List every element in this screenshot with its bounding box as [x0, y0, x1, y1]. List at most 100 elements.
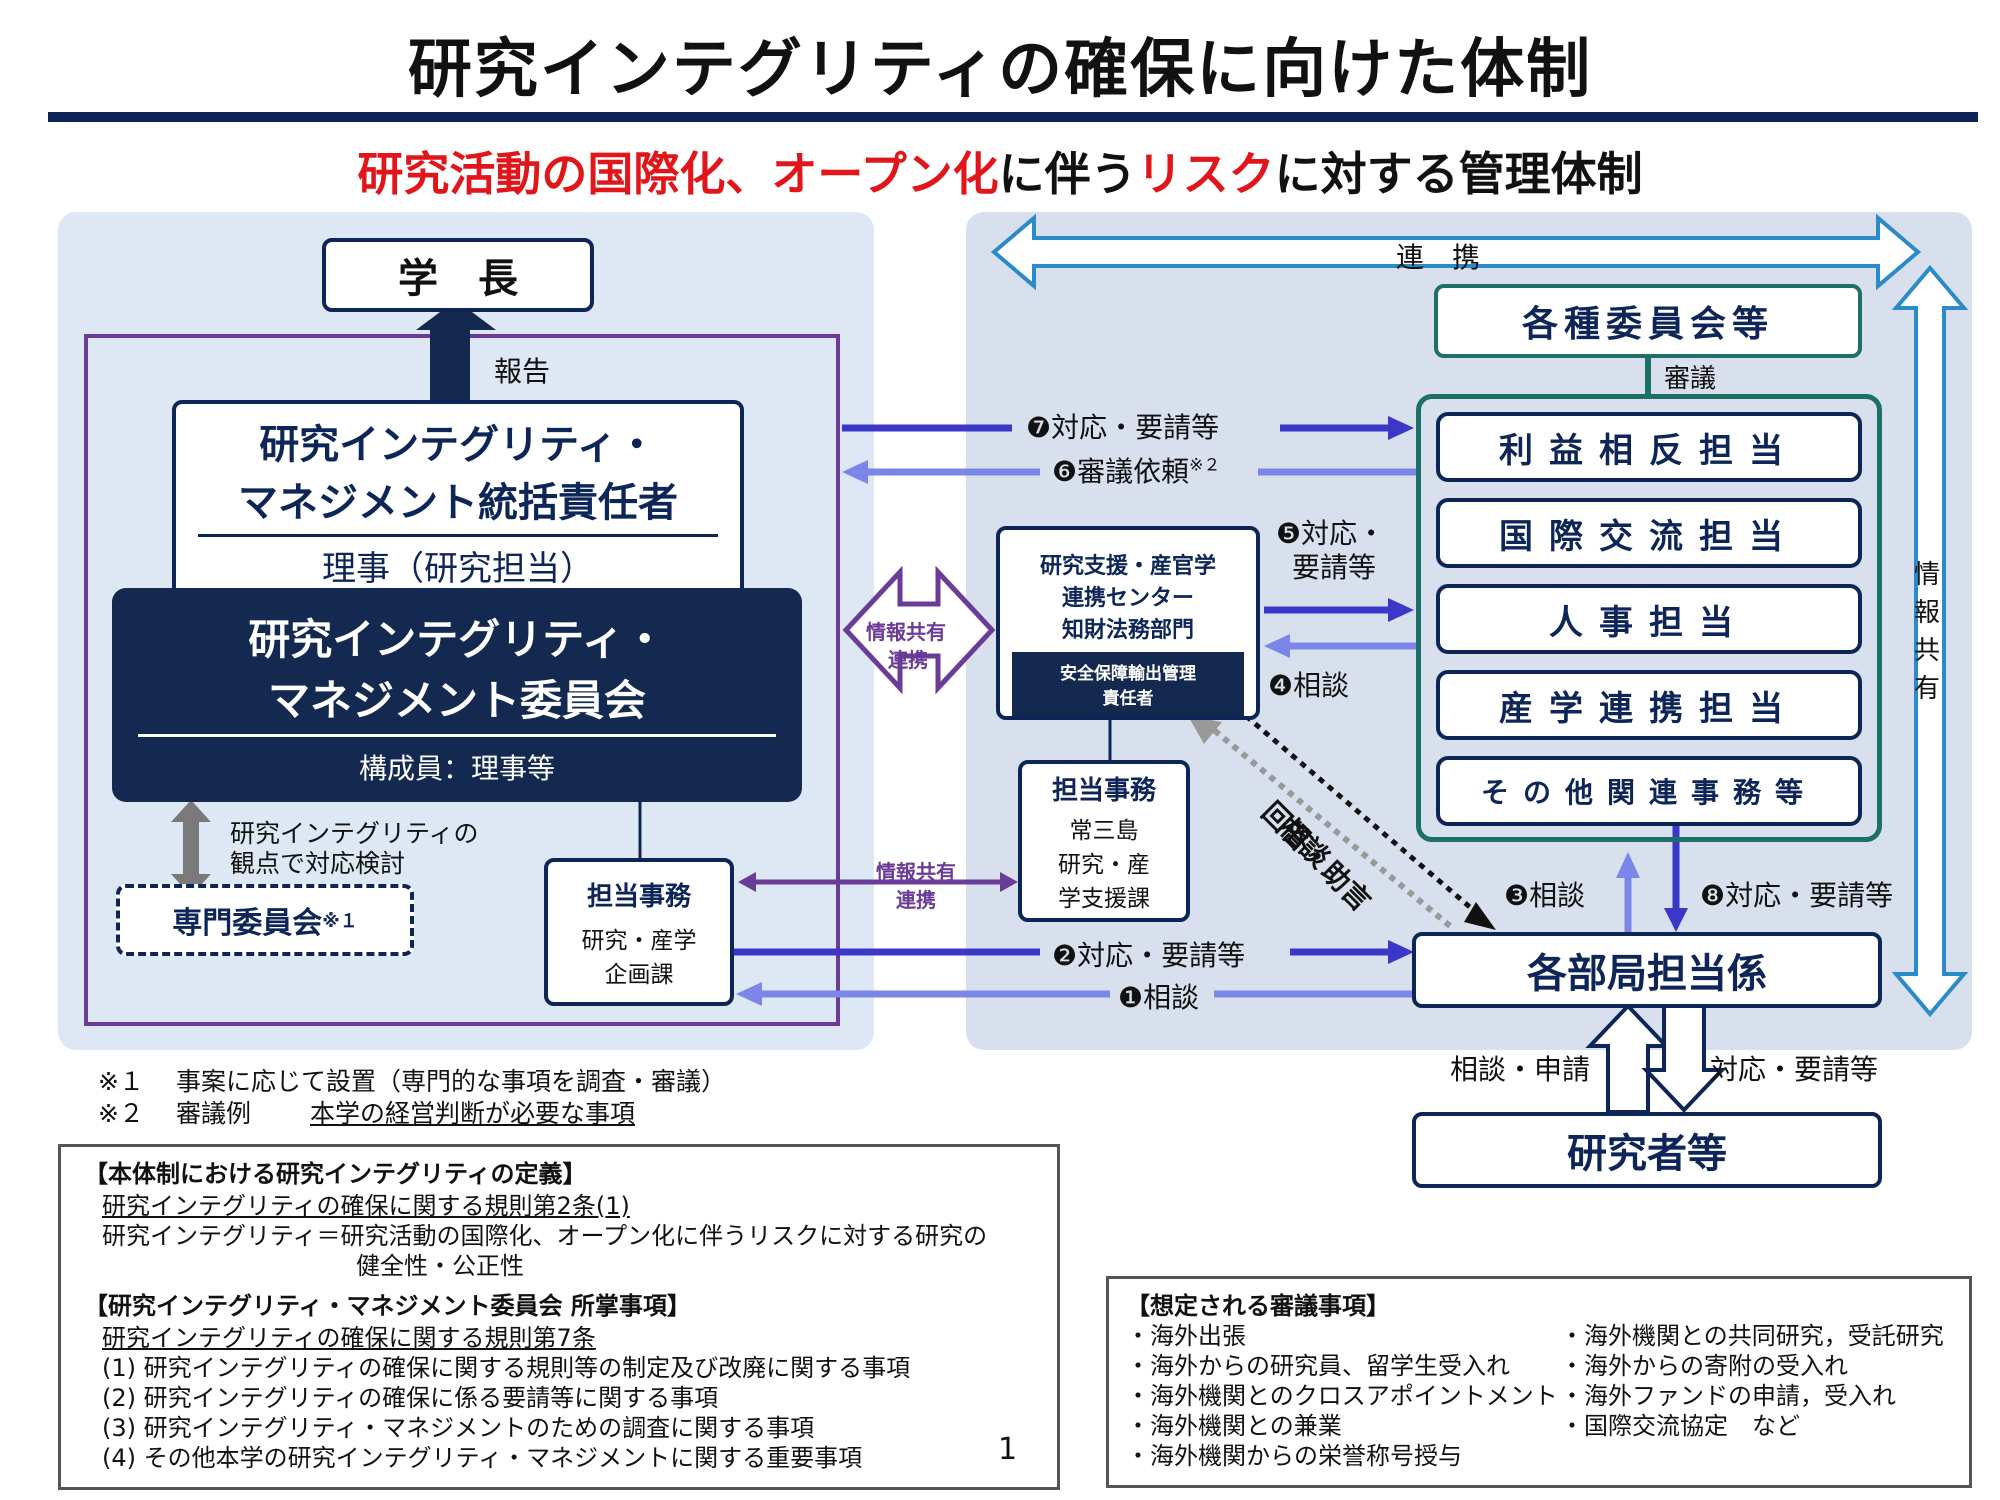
middle-office-line3: 学支援課	[1058, 885, 1150, 912]
definition-text-cont: 健全性・公正性	[356, 1252, 524, 1280]
subtitle-part3: に伴う	[998, 147, 1137, 201]
page-title: 研究インテグリティの確保に向けた体制	[407, 33, 1593, 107]
footnote-2-label: 審議例	[176, 1099, 252, 1128]
info-share-vertical: 情 報 共 有	[1914, 556, 1944, 708]
info-share-char-3: 共	[1914, 636, 1941, 666]
support-center-box: 研究支援・産官学 連携センター 知財法務部門 安全保障輸出管理 責任者	[996, 526, 1260, 720]
support-center-line2: 連携センター	[1061, 586, 1194, 611]
info-share-big-line2: 連携	[888, 648, 928, 672]
title-divider	[48, 112, 1978, 122]
export-control-line2: 責任者	[1102, 689, 1154, 709]
footnote-2-mark: ※２	[98, 1099, 144, 1128]
deliberation-label: 審議	[1664, 364, 1717, 394]
unit-box-3: 人事担当	[1436, 584, 1862, 654]
arrow-5-label-line1: ❺対応・	[1276, 517, 1386, 550]
page-number: 1	[998, 1432, 1018, 1467]
president-box: 学 長	[322, 238, 594, 312]
definition-text: 研究インテグリティ＝研究活動の国際化、オープン化に伴うリスクに対する研究の	[102, 1222, 988, 1250]
department-box: 各部局担当係	[1412, 932, 1882, 1008]
page-subtitle: 研究活動の国際化、オープン化に伴うリスクに対する管理体制	[0, 138, 2000, 204]
director-line1: 研究インテグリティ・	[259, 422, 657, 468]
footnote-1-mark: ※１	[98, 1067, 144, 1096]
expert-committee-label: 専門委員会	[172, 906, 323, 941]
deliberation-item-a1: ・海外出張	[1126, 1322, 1246, 1350]
expert-committee-note-mark: ※１	[322, 911, 358, 932]
support-center-line1: 研究支援・産官学	[1039, 554, 1216, 579]
subtitle-part1: 研究活動の国際化、	[357, 147, 772, 201]
info-share-small-line1: 情報共有	[876, 860, 956, 884]
expert-committee-box: 専門委員会※１	[116, 884, 414, 956]
definition-rule: 研究インテグリティの確保に関する規則第2条(1)	[102, 1192, 630, 1220]
researchers-box: 研究者等	[1412, 1112, 1882, 1188]
cooperation-label: 連 携	[1396, 241, 1481, 274]
review-note-line1: 研究インテグリティの	[230, 819, 479, 848]
info-share-char-2: 報	[1914, 598, 1941, 628]
middle-office-line2: 研究・産	[1058, 851, 1150, 878]
arrow-1-label: ❶相談	[1118, 976, 1200, 1016]
subtitle-part2: オープン化	[771, 147, 999, 201]
deliberation-item-a4: ・海外機関との兼業	[1126, 1412, 1342, 1440]
deliberation-item-b2: ・海外からの寄附の受入れ	[1560, 1352, 1848, 1380]
report-label: 報告	[494, 355, 551, 388]
info-share-small-line2: 連携	[896, 888, 936, 912]
unit-box-2: 国際交流担当	[1436, 498, 1862, 568]
info-share-char-1: 情	[1914, 560, 1941, 590]
deliberation-item-b1: ・海外機関との共同研究，受託研究	[1560, 1322, 1944, 1350]
duty-item-3: (3) 研究インテグリティ・マネジメントのための調査に関する事項	[102, 1414, 815, 1442]
deliberation-box	[1106, 1276, 1972, 1488]
deliberation-item-a3: ・海外機関とのクロスアポイントメント	[1126, 1382, 1558, 1410]
deliberation-item-a2: ・海外からの研究員、留学生受入れ	[1126, 1352, 1510, 1380]
left-office-line1: 研究・産学	[581, 927, 697, 954]
duties-heading: 【研究インテグリティ・マネジメント委員会 所掌事項】	[84, 1292, 691, 1320]
deliberation-heading: 【想定される審議事項】	[1126, 1292, 1390, 1320]
unit-box-1: 利益相反担当	[1436, 412, 1862, 482]
duty-item-4: (4) その他本学の研究インテグリティ・マネジメントに関する重要事項	[102, 1444, 863, 1472]
committee-box: 研究インテグリティ・ マネジメント委員会 構成員：理事等	[112, 588, 802, 802]
committee-line2: マネジメント委員会	[267, 676, 646, 725]
deliberation-item-a5: ・海外機関からの栄誉称号授与	[1126, 1442, 1462, 1470]
left-office-line2: 企画課	[604, 961, 674, 988]
definition-box	[58, 1144, 1060, 1490]
deliberation-item-b3: ・海外ファンドの申請，受入れ	[1560, 1382, 1896, 1410]
committee-members: 構成員：理事等	[358, 752, 555, 785]
arrow-8-label: ❽対応・要請等	[1700, 879, 1894, 912]
units-frame	[1416, 394, 1882, 842]
director-title: 理事（研究担当）	[322, 549, 594, 589]
info-share-big-line1: 情報共有	[866, 620, 946, 644]
support-center-line3: 知財法務部門	[1061, 618, 1194, 643]
consult-apply-label: 相談・申請	[1450, 1053, 1591, 1086]
export-control-box: 安全保障輸出管理 責任者	[1012, 652, 1244, 716]
committee-divider	[138, 734, 776, 737]
info-share-char-4: 有	[1914, 674, 1941, 704]
subtitle-part4: リスク	[1136, 147, 1275, 201]
arrow-6-text: ❻審議依頼	[1052, 455, 1190, 488]
definition-heading: 【本体制における研究インテグリティの定義】	[84, 1160, 587, 1188]
deliberation-item-b4: ・国際交流協定 など	[1560, 1412, 1800, 1440]
export-control-line1: 安全保障輸出管理	[1060, 664, 1196, 684]
respond-request-label: 対応・要請等	[1710, 1053, 1879, 1086]
arrow-3-label: ❸相談	[1504, 879, 1586, 912]
director-divider	[198, 534, 718, 537]
director-box: 研究インテグリティ・ マネジメント統括責任者 理事（研究担当）	[172, 400, 744, 610]
committees-box: 各種委員会等	[1434, 284, 1862, 358]
duty-item-2: (2) 研究インテグリティの確保に係る要請等に関する事項	[102, 1384, 719, 1412]
middle-office-title: 担当事務	[1051, 775, 1156, 806]
arrow-4-label: ❹相談	[1268, 669, 1350, 702]
arrow-2-label: ❷対応・要請等	[1052, 934, 1246, 974]
footnote-1-text: 事案に応じて設置（専門的な事項を調査・審議）	[176, 1067, 727, 1096]
duty-item-1: (1) 研究インテグリティの確保に関する規則等の制定及び改廃に関する事項	[102, 1354, 911, 1382]
middle-office-line1: 常三島	[1069, 817, 1139, 844]
arrow-5-label-line2: 要請等	[1292, 551, 1377, 584]
unit-box-4: 産学連携担当	[1436, 670, 1862, 740]
review-note-line2: 観点で対応検討	[230, 849, 406, 878]
subtitle-part5: に対する管理体制	[1274, 147, 1643, 201]
unit-box-5: その他関連事務等	[1436, 756, 1862, 826]
arrow-6-label: ❻審議依頼※２	[1052, 450, 1221, 490]
duties-rule: 研究インテグリティの確保に関する規則第7条	[102, 1324, 596, 1352]
director-line2: マネジメント統括責任者	[238, 480, 678, 526]
committee-line1: 研究インテグリティ・	[248, 615, 666, 664]
arrow-7-label: ❼対応・要請等	[1026, 406, 1220, 446]
footnote-2-text: 本学の経営判断が必要な事項	[310, 1099, 636, 1128]
left-office-title: 担当事務	[586, 881, 691, 912]
